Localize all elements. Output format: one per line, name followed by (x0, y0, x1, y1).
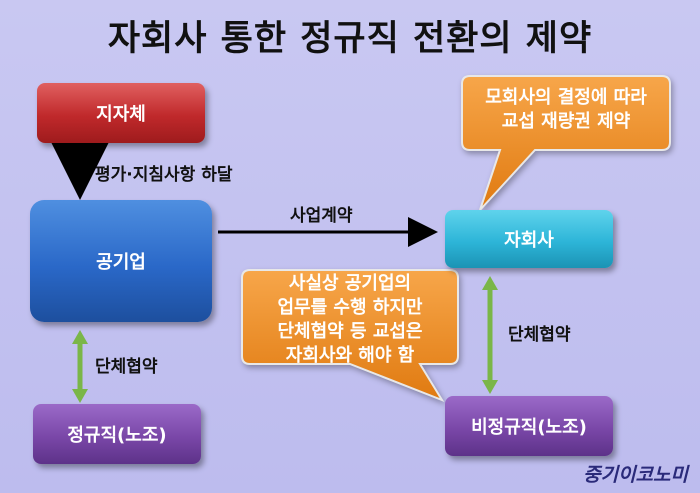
bargain-arrow-right (482, 276, 498, 394)
callout-actual-work-line: 단체협약 등 교섭은 (277, 321, 423, 342)
callout-parent-decision-line: 모회사의 결정에 따라 (485, 87, 647, 108)
node-nonregular: 비정규직(노조) (445, 396, 613, 456)
brand-logo: 중기이코노미 (583, 464, 688, 486)
callout-actual-work-line: 사실상 공기업의 (288, 273, 412, 294)
node-public-corp-label: 공기업 (96, 252, 146, 273)
page-title: 자회사 통한 정규직 전환의 제약 (107, 19, 593, 59)
node-subsidiary: 자회사 (445, 210, 613, 268)
callout-actual-work-line: 자회사와 해야 함 (285, 345, 415, 366)
callout-parent-decision-shape (461, 75, 671, 211)
edge-bargain-right-label: 단체협약 (508, 325, 571, 345)
edge-bargain-left-label: 단체협약 (95, 357, 158, 377)
callout-actual-work: 사실상 공기업의 업무를 수행 하지만 단체협약 등 교섭은 자회사와 해야 함 (242, 272, 458, 368)
node-nonregular-label: 비정규직(노조) (471, 417, 587, 438)
node-local-gov: 지자체 (37, 83, 205, 143)
node-subsidiary-label: 자회사 (504, 230, 554, 251)
bargain-arrow-left (72, 330, 88, 403)
callout-actual-work-shape (241, 269, 459, 403)
edge-contract-label: 사업계약 (290, 206, 353, 226)
edge-directive-label: 평가·지침사항 하달 (95, 165, 233, 185)
node-public-corp: 공기업 (30, 200, 212, 322)
callout-actual-work-line: 업무를 수행 하지만 (277, 297, 423, 318)
node-regular-label: 정규직(노조) (67, 425, 167, 446)
node-regular: 정규직(노조) (33, 404, 201, 464)
callout-parent-decision-line: 교섭 재량권 제약 (501, 111, 631, 132)
callout-parent-decision: 모회사의 결정에 따라 교섭 재량권 제약 (462, 86, 670, 134)
node-local-gov-label: 지자체 (96, 104, 146, 125)
